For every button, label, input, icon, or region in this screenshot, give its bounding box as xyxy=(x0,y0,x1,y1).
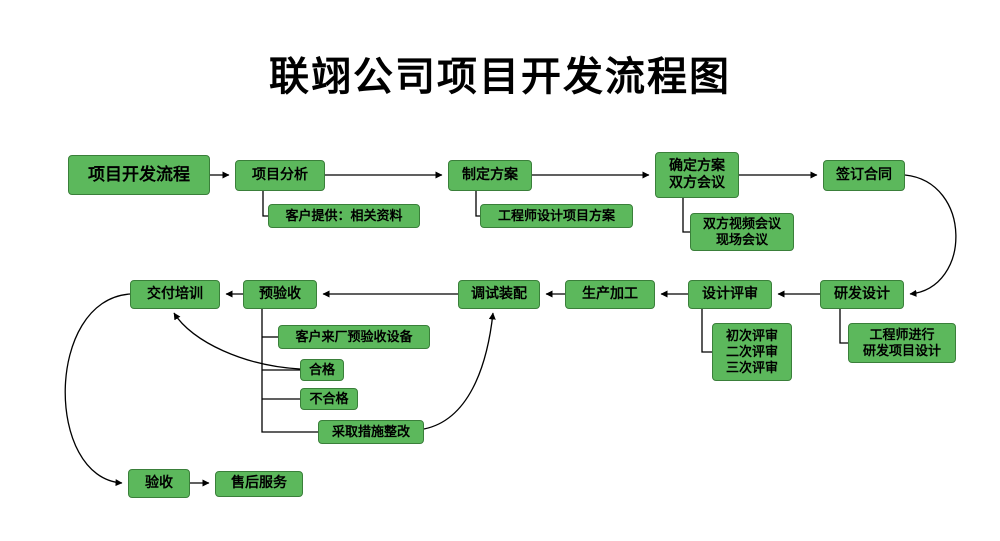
connector-contract-rnd xyxy=(904,174,957,297)
node-project-dev-process: 项目开发流程 xyxy=(68,155,210,195)
connector-rnd-note xyxy=(839,309,848,344)
node-production: 生产加工 xyxy=(565,280,655,309)
node-qualified: 合格 xyxy=(300,359,344,381)
node-debug-assembly: 调试装配 xyxy=(458,280,540,309)
node-acceptance: 验收 xyxy=(128,469,190,498)
note-engineer-rnd-design: 工程师进行 研发项目设计 xyxy=(848,323,956,363)
connector-delivery-acceptance xyxy=(64,293,131,487)
note-review-rounds: 初次评审 二次评审 三次评审 xyxy=(712,323,792,381)
connector-rectify-debug xyxy=(423,312,496,430)
node-make-plan: 制定方案 xyxy=(448,160,532,191)
note-customer-preaccept-equipment: 客户来厂预验收设备 xyxy=(278,325,430,349)
note-engineer-plan: 工程师设计项目方案 xyxy=(480,204,633,228)
node-aftersales-service: 售后服务 xyxy=(215,471,303,497)
node-unqualified: 不合格 xyxy=(300,388,358,410)
connector-review-note xyxy=(701,309,712,353)
node-sign-contract: 签订合同 xyxy=(823,160,905,191)
node-rnd-design: 研发设计 xyxy=(820,280,904,309)
node-delivery-training: 交付培训 xyxy=(130,280,220,309)
page-title: 联翊公司项目开发流程图 xyxy=(269,54,731,99)
note-video-onsite-meeting: 双方视频会议 现场会议 xyxy=(690,213,794,251)
node-confirm-plan-meeting: 确定方案 双方会议 xyxy=(655,152,739,198)
node-rectify-measures: 采取措施整改 xyxy=(318,420,424,444)
node-project-analysis: 项目分析 xyxy=(235,160,325,191)
node-pre-acceptance: 预验收 xyxy=(243,280,317,309)
connector-confirm-note xyxy=(682,198,690,233)
node-design-review: 设计评审 xyxy=(688,280,772,309)
note-customer-materials: 客户提供：相关资料 xyxy=(268,204,420,228)
